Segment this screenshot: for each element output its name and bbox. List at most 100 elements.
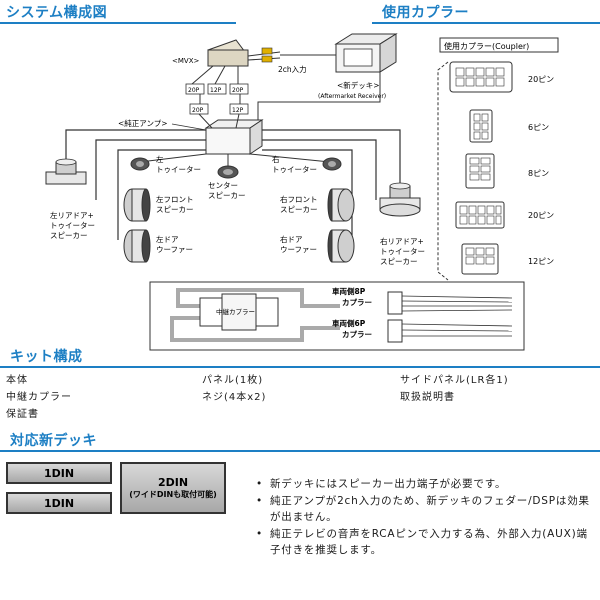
left-tweeter-label-2: トゥイーター [156,165,201,174]
harness-cable-lower [170,316,340,342]
new-deck-label: <新デッキ> [337,80,380,90]
aftermarket-label: (Aftermarket Receiver) [318,93,386,100]
coupler-label: 20ピン [528,211,554,220]
section-rule-system [0,22,236,24]
right-front-label-1: 右フロント [280,194,318,204]
ports-top: 20P 12P 20P [185,83,249,95]
right-front-speaker-icon [327,188,355,222]
coupler-label: 6ピン [528,123,549,132]
oem-amp [204,119,264,155]
din-1-lower: 1DIN [6,492,112,514]
new-deck-unit [334,33,398,73]
left-tweeter-label-1: 左 [156,154,164,164]
section-title-kit: キット構成 [10,349,83,365]
ports-bottom: 20P 12P [189,103,249,115]
din-1-upper: 1DIN [6,462,112,484]
kit-item: 保証書 [6,409,39,420]
right-front-label-2: スピーカー [280,205,318,214]
harness-diagram: 中継カプラー 車両側8P カプラー 車両側6P カプラー [149,281,525,351]
kit-item: 中継カプラー [6,392,72,403]
coupler-label: 12ピン [528,257,554,266]
coupler-20pin-b-icon [455,201,505,229]
port-label: 20P [232,87,244,94]
vehicle-side-8p-2: カプラー [342,297,372,307]
section-title-system: システム構成図 [6,5,108,21]
kit-item: サイドパネル(LR各1) [400,375,509,386]
coupler-20pin-icon [449,61,513,93]
port-label: 20P [192,107,204,114]
left-front-speaker-icon [123,188,151,222]
right-tweeter-label-1: 右 [272,154,280,164]
left-door-label-2: ウーファー [156,245,193,254]
rca-plug-1 [261,47,273,55]
coupler-title-box [439,37,559,53]
kit-item: 取扱説明書 [400,392,455,403]
relay-label: 中継カプラー [216,307,255,316]
right-door-woofer-icon [327,229,355,263]
coupler-title: 使用カプラー(Coupler) [444,41,529,51]
coupler-12pin-icon [461,243,499,275]
left-door-woofer-icon [123,229,151,263]
coupler-6pin-icon [469,109,493,143]
bullet-icon: • [256,478,263,490]
center-label-1: センター [208,181,238,190]
mvx-label: <MVX> [172,57,199,65]
right-door-label-1: 右ドア [280,234,303,244]
vehicle-side-6p-2: カプラー [342,329,372,339]
vehicle-side-8p-1: 車両側8P [332,286,366,296]
rca-plug-2 [261,55,273,63]
din-label: 1DIN [43,467,75,480]
note-text: 純正アンプが2ch入力のため、新デッキのフェダー/DSPは効果が出ません。 [270,494,590,524]
system-diagram: <MVX> 2ch入力 <新デッキ> (Aftermarket Receiver… [45,33,425,266]
note-text: 新デッキにはスピーカー出力端子が必要です。 [270,478,507,490]
right-door-label-2: ウーファー [280,245,317,254]
bullet-icon: • [256,527,263,540]
section-title-coupler: 使用カプラー [382,5,469,21]
harness-cable-upper [176,288,340,308]
right-rear-speaker-icon [379,182,421,217]
two-ch-label: 2ch入力 [278,64,307,74]
section-title-deck: 対応新デッキ [10,433,97,449]
din-2: 2DIN (ワイドDINも取付可能) [120,462,226,514]
left-rear-label-1: 左リアドア+ [50,210,94,220]
left-rear-speaker-icon [45,158,87,185]
center-label-2: スピーカー [208,191,246,200]
din-label: 1DIN [43,497,75,510]
right-tweeter-label-2: トゥイーター [272,165,317,174]
left-door-label-1: 左ドア [156,234,179,244]
section-rule-kit [0,366,600,368]
deck-notes: • 新デッキにはスピーカー出力端子が必要です。 • 純正アンプが2ch入力のため… [256,476,596,559]
right-tweeter-icon [322,157,342,171]
right-rear-label-1: 右リアドア+ [380,236,424,246]
left-front-label-2: スピーカー [156,205,194,214]
coupler-label: 20ピン [528,75,554,84]
vehicle-side-6p-1: 車両側6P [332,318,366,328]
relay-coupler [199,293,279,331]
note-item: • 純正テレビの音声をRCAピンで入力する為、外部入力(AUX)端子付きを推奨し… [256,526,596,559]
vehicle-coupler-8p-icon [387,291,513,315]
port-label: 20P [188,87,200,94]
port-label: 12P [232,107,244,114]
coupler-panel: 使用カプラー(Coupler) 20ピン 6ピン 8ピン 20ピン [437,37,559,281]
port-label: 12P [210,87,222,94]
oem-amp-label: <純正アンプ> [118,118,168,128]
left-tweeter-icon [130,157,150,171]
coupler-label: 8ピン [528,169,549,178]
note-item: • 新デッキにはスピーカー出力端子が必要です。 [256,476,596,493]
section-rule-coupler [372,22,600,24]
bullet-icon: • [256,494,263,507]
coupler-8pin-icon [465,153,495,189]
kit-item: 本体 [6,375,28,386]
right-rear-label-3: スピーカー [380,257,418,266]
din2-title: 2DIN [157,476,189,489]
section-rule-deck [0,450,600,452]
center-speaker-icon [217,165,239,179]
note-text: 純正テレビの音声をRCAピンで入力する為、外部入力(AUX)端子付きを推奨します… [270,527,588,557]
left-rear-label-3: スピーカー [50,231,88,240]
din2-subtitle: (ワイドDINも取付可能) [129,490,217,499]
kit-item: パネル(1枚) [202,375,264,386]
note-item: • 純正アンプが2ch入力のため、新デッキのフェダー/DSPは効果が出ません。 [256,493,596,526]
kit-item: ネジ(4本x2) [202,392,267,403]
vehicle-coupler-6p-icon [387,319,513,343]
left-front-label-1: 左フロント [156,194,194,204]
